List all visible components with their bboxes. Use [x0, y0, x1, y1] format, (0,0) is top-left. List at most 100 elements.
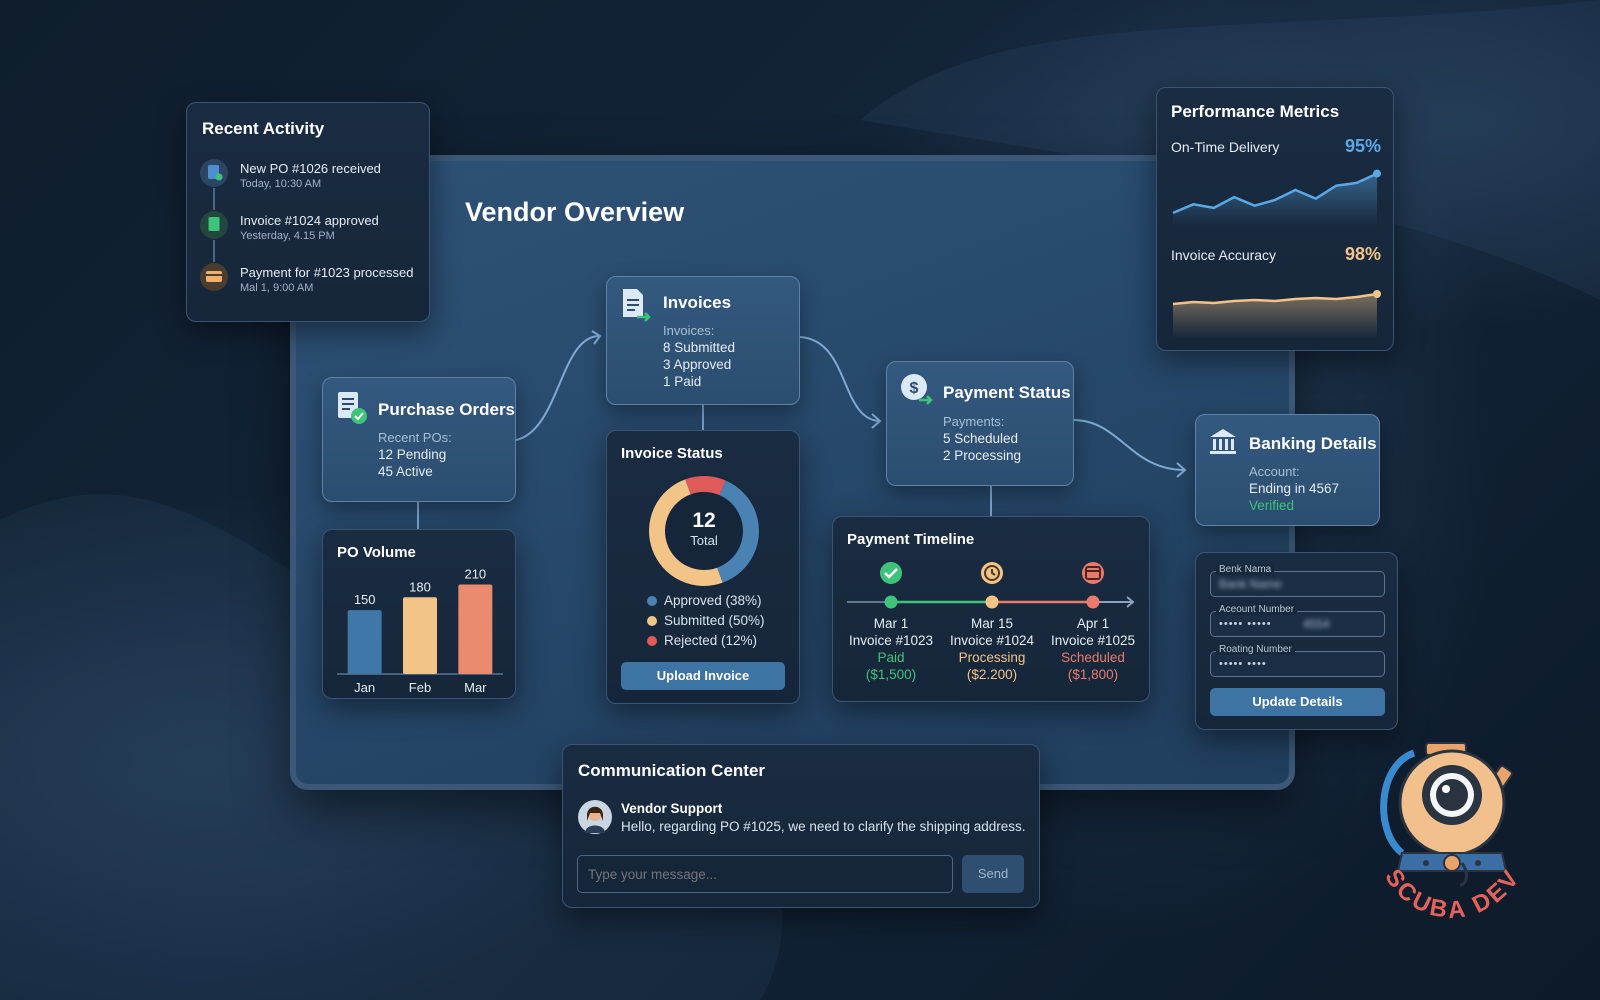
timeline-status: Processing [958, 650, 1026, 665]
metric-value-delivery: 95% [1344, 136, 1381, 156]
message-text: Hello, regarding PO #1025, we need to cl… [621, 819, 1026, 834]
calendar-icon [1082, 562, 1104, 584]
invoice-status-donut [648, 475, 760, 587]
timeline-date: Mar 1 [873, 616, 909, 631]
legend-label: Rejected (12%) [664, 633, 758, 648]
legend-dot [647, 636, 657, 647]
timeline-dot-processing [985, 595, 999, 609]
activity-time: Yesterday, 4.15 PM [240, 230, 335, 242]
activity-item[interactable]: New PO #1026 received Today, 10:30 AM [240, 161, 381, 190]
activity-time: Mal 1, 9:00 AM [240, 282, 314, 294]
donut-total-value: 12 [692, 509, 716, 532]
timeline-item-paid[interactable]: Mar 1 Invoice #1023 Paid ($1,500) [841, 615, 941, 683]
trend-line [1172, 292, 1378, 306]
payment-status-label: Payments: [943, 414, 1005, 429]
dollar-coin-icon: $ [901, 374, 933, 405]
clock-icon [981, 562, 1003, 584]
legend-label: Approved (38%) [664, 593, 762, 608]
timeline-date: Mar 15 [970, 616, 1014, 631]
trend-area [1173, 294, 1377, 338]
timeline-status: Paid [877, 650, 905, 665]
delivery-trend-chart [1172, 169, 1381, 226]
activity-text: Payment for #1023 processed [240, 265, 414, 280]
payment-status-scheduled: 5 Scheduled [943, 431, 1019, 446]
activity-item[interactable]: Payment for #1023 processed Mal 1, 9:00 … [240, 265, 413, 294]
payment-status-processing: 2 Processing [943, 448, 1022, 463]
activity-icons [200, 159, 228, 291]
bank-icon [1210, 429, 1236, 454]
payment-timeline-title: Payment Timeline [847, 531, 975, 548]
bar-value-label: 150 [354, 592, 376, 607]
banking-details-card[interactable]: Banking Details Account: Ending in 4567 … [1195, 414, 1380, 526]
accuracy-trend-chart [1172, 290, 1381, 338]
routing-number-label: Roating Number [1216, 644, 1295, 655]
donut-segment [649, 476, 759, 586]
timeline-item-scheduled[interactable]: Apr 1 Invoice #1025 Scheduled ($1,800) [1043, 615, 1143, 683]
invoices-paid: 1 Paid [663, 374, 702, 389]
banking-account-ending: Ending in 4567 [1249, 481, 1340, 496]
activity-item[interactable]: Invoice #1024 approved Yesterday, 4.15 P… [240, 213, 379, 242]
scuba-dev-logo: SCUBA DEV [1379, 742, 1523, 924]
invoice-status-title: Invoice Status [621, 445, 723, 462]
bank-name-label: Benk Nama [1216, 564, 1275, 575]
timeline-dot-scheduled [1086, 595, 1100, 609]
bank-name-value: Bank Name [1219, 577, 1282, 591]
page-title: Vendor Overview [465, 197, 685, 227]
metric-label-delivery: On-Time Delivery [1171, 139, 1280, 155]
account-number-field[interactable]: ••••• ••••• 4554 [1210, 611, 1385, 637]
activity-time: Today, 10:30 AM [240, 178, 322, 190]
timeline-status: Scheduled [1061, 650, 1125, 665]
invoices-submitted: 8 Submitted [663, 340, 736, 355]
invoice-status-panel: Invoice Status 12 Total Approved (38%) S… [606, 430, 800, 704]
activity-text: New PO #1026 received [240, 161, 381, 176]
recent-activity-title: Recent Activity [202, 119, 325, 138]
bar-feb [403, 597, 437, 674]
donut-total-label: Total [690, 533, 718, 548]
timeline-invoice: Invoice #1023 [848, 633, 934, 648]
invoices-label: Invoices: [663, 323, 715, 338]
routing-number-mask: ••••• •••• [1219, 658, 1267, 670]
timeline-dot-paid [884, 595, 898, 609]
purchase-orders-card[interactable]: Purchase Orders Recent POs: 12 Pending 4… [322, 377, 516, 502]
category-label: Jan [354, 680, 375, 695]
performance-title: Performance Metrics [1171, 102, 1340, 121]
communication-center-panel: Communication Center Vendor Support Hell… [562, 744, 1040, 908]
legend-label: Submitted (50%) [664, 613, 765, 628]
trend-endpoint [1373, 169, 1381, 178]
purchase-orders-label: Recent POs: [378, 430, 452, 445]
check-icon [880, 562, 902, 584]
invoices-card[interactable]: Invoices Invoices: 8 Submitted 3 Approve… [606, 276, 800, 405]
metric-label-accuracy: Invoice Accuracy [1171, 247, 1277, 263]
po-volume-title: PO Volume [337, 544, 416, 561]
activity-text: Invoice #1024 approved [240, 213, 379, 228]
purchase-orders-pending: 12 Pending [378, 447, 447, 462]
upload-invoice-button[interactable]: Upload Invoice [621, 662, 785, 690]
timeline-invoice: Invoice #1024 [949, 633, 1035, 648]
timeline-item-processing[interactable]: Mar 15 Invoice #1024 Processing ($2.200) [942, 615, 1042, 683]
update-details-button[interactable]: Update Details [1210, 688, 1385, 716]
message-input[interactable] [577, 855, 953, 893]
send-button[interactable]: Send [962, 855, 1024, 893]
payment-status-title: Payment Status [943, 383, 1071, 402]
account-number-label: Aceount Number [1216, 604, 1298, 615]
trend-endpoint [1373, 290, 1381, 298]
payment-timeline-panel: Payment Timeline Mar 1 Invoice #1023 Pai… [832, 516, 1150, 702]
invoices-approved: 3 Approved [663, 357, 732, 372]
invoice-status-legend: Approved (38%) Submitted (50%) Rejected … [647, 593, 765, 653]
routing-number-field[interactable]: ••••• •••• [1210, 651, 1385, 677]
timeline-track [847, 562, 1135, 609]
payment-status-card[interactable]: $ Payment Status Payments: 5 Scheduled 2… [886, 361, 1074, 486]
legend-rejected: Rejected (12%) [647, 633, 765, 653]
banking-verified-status: Verified [1249, 498, 1295, 513]
bar-value-label: 180 [409, 579, 431, 594]
timeline-amount: ($1,500) [865, 667, 917, 682]
timeline-date: Apr 1 [1076, 616, 1110, 631]
timeline-invoice: Invoice #1025 [1050, 633, 1136, 648]
avatar [578, 800, 612, 834]
bar-value-label: 210 [464, 567, 486, 582]
bank-name-field[interactable]: Bank Name [1210, 571, 1385, 597]
performance-metrics-panel: Performance Metrics On-Time Delivery 95%… [1156, 87, 1394, 351]
